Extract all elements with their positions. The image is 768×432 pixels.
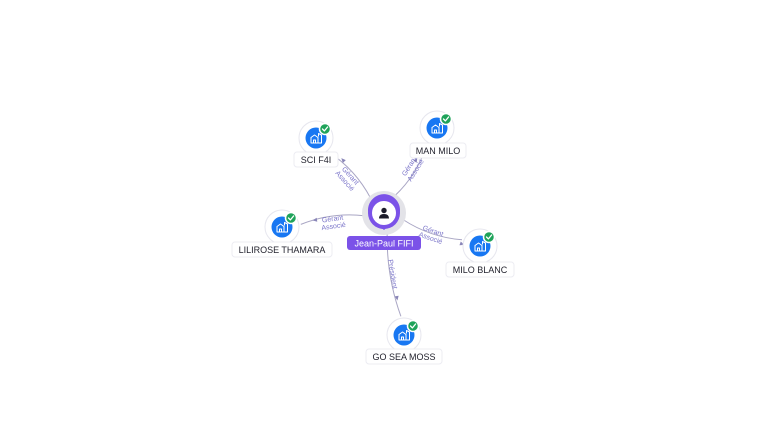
building-icon <box>276 222 288 233</box>
company-node-sci-f4i[interactable]: SCI F4I <box>293 120 339 168</box>
verified-check-icon <box>439 112 453 126</box>
edge-arrow-icon <box>312 217 318 222</box>
edge-relation-label: GérantAssocié <box>320 214 346 232</box>
company-label-box <box>445 261 515 278</box>
edge-relation-label: GérantAssocié <box>333 165 360 193</box>
company-name: MILO BLANC <box>453 265 508 275</box>
center-person-node[interactable]: Jean-Paul FIFI <box>347 191 421 250</box>
company-node-man-milo[interactable]: MAN MILO <box>409 110 467 159</box>
edge-relation-label: Président <box>386 259 398 289</box>
edge-line <box>402 219 463 241</box>
edge-arrow-icon <box>413 157 418 163</box>
edge-lilirose-thamara: GérantAssocié <box>300 214 365 232</box>
building-icon <box>310 133 322 144</box>
person-name: Jean-Paul FIFI <box>354 238 413 248</box>
company-label-box <box>231 241 333 258</box>
building-icon <box>431 123 443 134</box>
building-icon <box>398 330 410 341</box>
edge-arrow-icon <box>394 295 399 301</box>
edge-relation-label: GérantAssocié <box>418 224 446 246</box>
nodes-layer: SCI F4I MAN MILO LILIROSE THAMARA MILO BLAN… <box>231 110 515 365</box>
verified-check-icon <box>406 319 420 333</box>
company-node-go-sea-moss[interactable]: GO SEA MOSS <box>365 317 443 365</box>
company-label-box <box>409 142 467 159</box>
company-label-box <box>293 151 339 168</box>
company-name: GO SEA MOSS <box>372 352 435 362</box>
verified-check-icon <box>318 122 332 136</box>
company-node-milo-blanc[interactable]: MILO BLANC <box>445 228 515 278</box>
company-name: LILIROSE THAMARA <box>239 245 326 255</box>
person-label-box <box>347 236 421 250</box>
building-icon <box>474 241 486 252</box>
company-label-box <box>365 348 443 365</box>
verified-check-icon <box>284 211 298 225</box>
person-icon <box>379 207 389 219</box>
company-name: MAN MILO <box>416 146 461 156</box>
edge-arrow-icon <box>341 158 346 163</box>
company-node-lilirose-thamara[interactable]: LILIROSE THAMARA <box>231 209 333 258</box>
verified-check-icon <box>482 230 496 244</box>
edge-line <box>300 214 365 225</box>
company-name: SCI F4I <box>301 155 332 165</box>
